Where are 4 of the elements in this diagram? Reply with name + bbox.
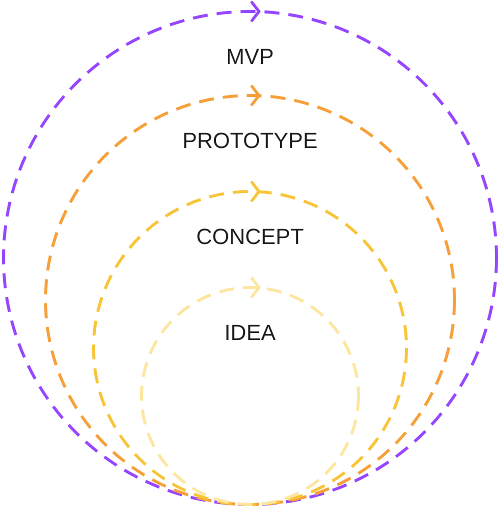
stage-label: MVP bbox=[226, 44, 274, 70]
stage-label: PROTOTYPE bbox=[182, 128, 318, 154]
stage-label: IDEA bbox=[224, 320, 276, 346]
stage-label: CONCEPT bbox=[196, 224, 304, 250]
